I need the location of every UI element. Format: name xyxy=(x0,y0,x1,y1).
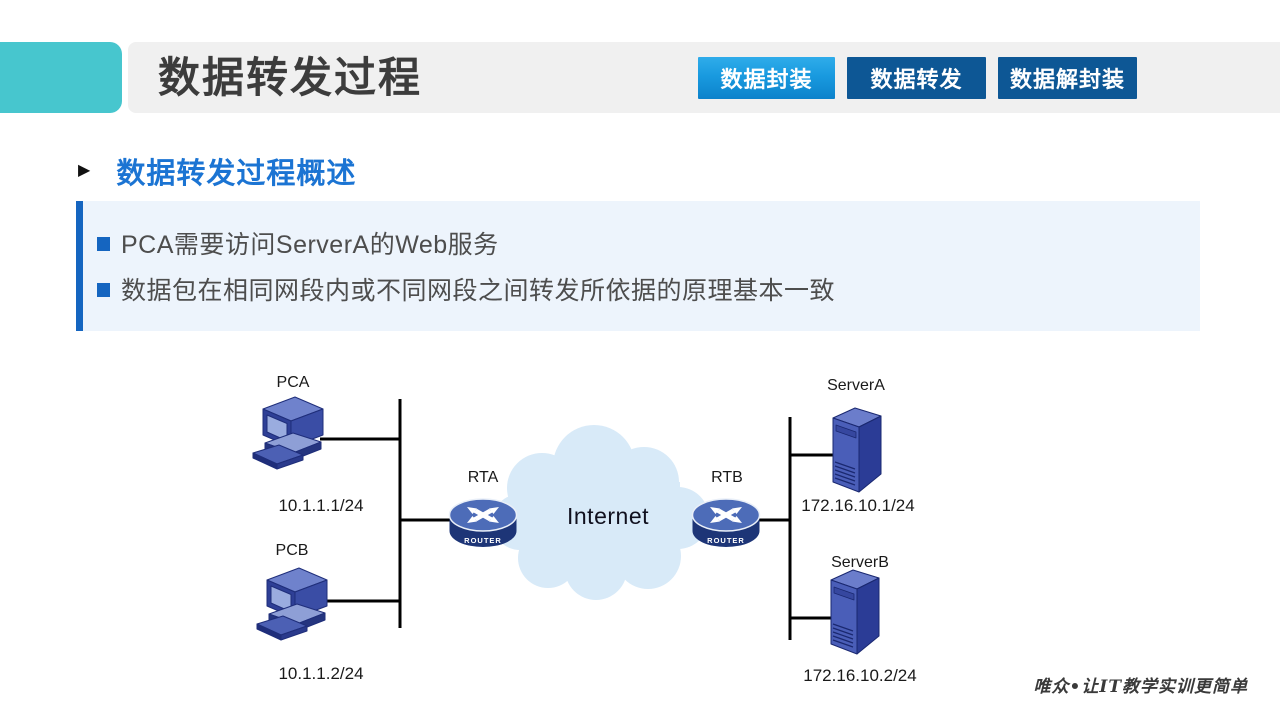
tab-data-encapsulation[interactable]: 数据封装 xyxy=(698,57,835,99)
triangle-bullet-icon: ▶ xyxy=(78,162,91,179)
pcb-ip: 10.1.1.2/24 xyxy=(278,664,364,683)
section-heading: 数据转发过程概述 xyxy=(116,158,357,190)
pca-computer-icon xyxy=(252,396,324,470)
serverb-tower-icon xyxy=(830,569,880,655)
servera-tower-icon xyxy=(832,407,882,493)
page-title: 数据转发过程 xyxy=(158,54,423,101)
bullet-text: PCA需要访问ServerA的Web服务 xyxy=(121,231,499,259)
serverb-ip: 172.16.10.2/24 xyxy=(803,666,917,685)
bullet-text: 数据包在相同网段内或不同网段之间转发所依据的原理基本一致 xyxy=(121,277,836,305)
section-heading-row: ▶ 数据转发过程概述 xyxy=(78,150,356,192)
header-accent-block xyxy=(0,42,122,113)
tab-data-forwarding[interactable]: 数据转发 xyxy=(847,57,986,99)
router-arrows-icon xyxy=(473,508,493,522)
router-type-label: ROUTER xyxy=(464,536,502,545)
watermark: 唯众•让IT教学实训更简单 xyxy=(1033,677,1248,697)
internet-cloud xyxy=(492,425,709,600)
pcb-label: PCB xyxy=(275,542,309,559)
router-arrows-icon xyxy=(716,508,736,522)
bullet-item: PCA需要访问ServerA的Web服务 xyxy=(97,225,1200,261)
bullet-item: 数据包在相同网段内或不同网段之间转发所依据的原理基本一致 xyxy=(97,271,1200,307)
overview-callout: PCA需要访问ServerA的Web服务 数据包在相同网段内或不同网段之间转发所… xyxy=(76,201,1200,331)
header-bar: 数据转发过程 数据封装 数据转发 数据解封装 xyxy=(128,42,1280,113)
internet-label: Internet xyxy=(567,503,649,529)
tab-data-decapsulation[interactable]: 数据解封装 xyxy=(998,57,1137,99)
square-bullet-icon xyxy=(97,283,110,297)
pca-label: PCA xyxy=(276,374,310,391)
header-tabs: 数据封装 数据转发 数据解封装 xyxy=(698,57,1137,99)
rta-router-icon: ROUTER xyxy=(448,498,518,547)
rta-label: RTA xyxy=(467,469,499,486)
square-bullet-icon xyxy=(97,237,110,251)
rtb-label: RTB xyxy=(711,469,743,486)
pcb-computer-icon xyxy=(256,567,328,641)
router-type-label: ROUTER xyxy=(707,536,745,545)
servera-ip: 172.16.10.1/24 xyxy=(801,496,915,515)
servera-label: ServerA xyxy=(827,377,885,394)
pca-ip: 10.1.1.1/24 xyxy=(278,496,364,515)
serverb-label: ServerB xyxy=(831,554,889,571)
rtb-router-icon: ROUTER xyxy=(691,498,761,547)
